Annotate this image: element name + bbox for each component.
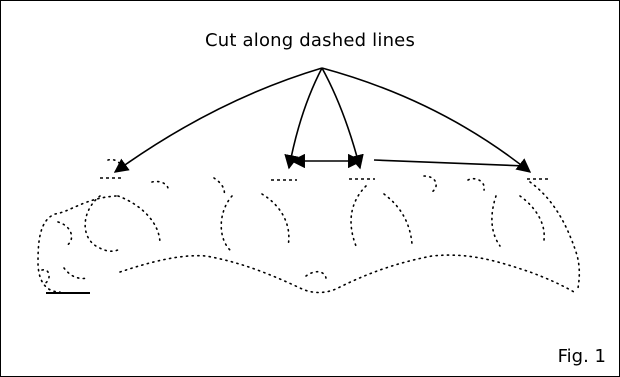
arrow-to-cut-1: [113, 67, 323, 173]
figure-label: Fig. 1: [557, 346, 606, 367]
arrow-to-cut-3: [321, 67, 364, 170]
pattern-bottom-edge: [119, 254, 575, 294]
pattern-lobe-1: [37, 195, 117, 293]
pattern-lobe-4: [491, 195, 501, 247]
dashed-cut-marks: [100, 177, 551, 181]
arrow-to-cut-4: [321, 67, 532, 173]
pattern-arc-1: [117, 195, 161, 245]
pattern-loop-1: [84, 195, 119, 252]
pattern-lobe-2: [220, 195, 233, 251]
callout-arrows: [113, 67, 532, 173]
dotted-pattern-outline: [37, 158, 581, 294]
cut-span-extension: [373, 159, 527, 167]
cut-instruction-caption: Cut along dashed lines: [204, 30, 416, 51]
arrow-to-cut-2: [284, 67, 323, 170]
pattern-lobe-3: [350, 185, 367, 247]
